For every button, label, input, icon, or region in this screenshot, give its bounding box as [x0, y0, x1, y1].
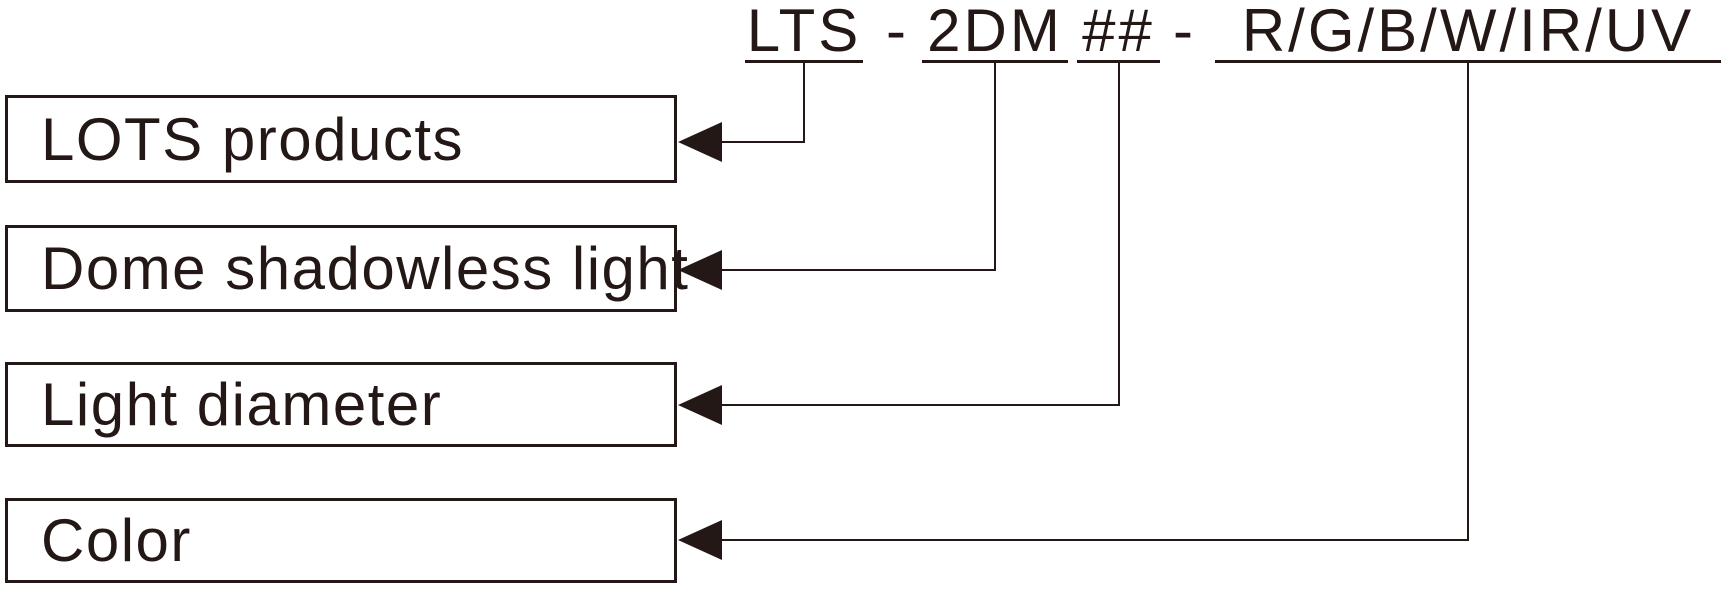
lts-left-arrowhead-icon — [678, 122, 722, 162]
connector-lts-horizontal-line — [720, 141, 805, 143]
connector-size-vertical-line — [1118, 63, 1120, 406]
label-text-dome-shadowless-light: Dome shadowless light — [41, 235, 690, 302]
code-segment-model: 2DM — [922, 0, 1068, 64]
label-box-light-diameter: Light diameter — [5, 362, 677, 447]
color-left-arrowhead-icon — [678, 520, 722, 560]
label-box-color: Color — [5, 498, 677, 583]
connector-model-horizontal-line — [720, 269, 996, 271]
connector-color-vertical-line — [1467, 63, 1469, 541]
label-box-lots-products: LOTS products — [5, 95, 677, 183]
code-separator-dash-1: - — [886, 0, 906, 64]
connector-lts-vertical-line — [803, 63, 805, 143]
connector-color-horizontal-line — [720, 539, 1469, 541]
label-text-light-diameter: Light diameter — [41, 371, 443, 438]
code-segment-lts: LTS — [745, 0, 863, 64]
label-text-color: Color — [41, 507, 192, 574]
label-box-dome-shadowless-light: Dome shadowless light — [5, 225, 688, 312]
size-left-arrowhead-icon — [678, 385, 722, 425]
label-text-lots-products: LOTS products — [41, 105, 465, 173]
code-separator-dash-2: - — [1173, 0, 1193, 64]
code-segment-colors: R/G/B/W/IR/UV — [1215, 0, 1721, 64]
code-segment-size: ## — [1077, 0, 1160, 64]
connector-size-horizontal-line — [720, 404, 1120, 406]
connector-model-vertical-line — [994, 63, 996, 271]
model-left-arrowhead-icon — [678, 250, 722, 290]
